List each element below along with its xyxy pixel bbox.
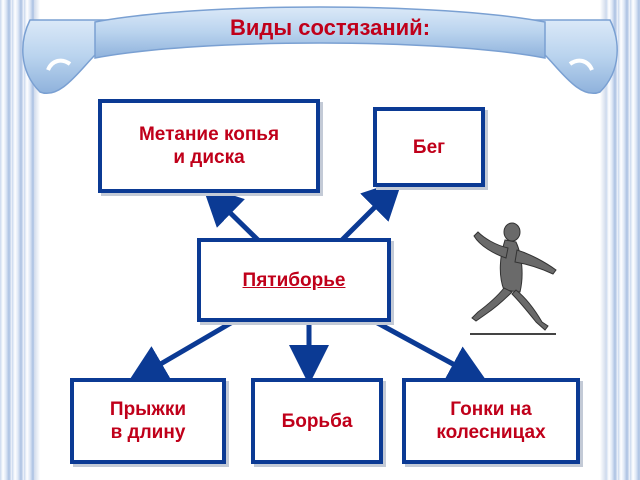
box-wrestling: Борьба	[251, 378, 383, 464]
right-column-shadow	[600, 0, 606, 480]
box-javelin-discus: Метание копья и диска	[98, 99, 320, 193]
runner-figure-icon	[470, 222, 557, 335]
arrow-to-long-jump	[127, 317, 238, 384]
box-chariot: Гонки на колесницах	[402, 378, 580, 464]
arrow-to-chariot	[370, 317, 489, 384]
ribbon-banner	[22, 6, 618, 95]
left-column-decoration	[0, 0, 34, 480]
box-running: Бег	[373, 107, 485, 187]
left-column-shadow	[34, 0, 40, 480]
arrow-to-javelin	[202, 185, 260, 242]
pentathlon-label: Пятиборье	[242, 269, 346, 291]
arrows	[127, 179, 489, 385]
right-column-decoration	[606, 0, 640, 480]
page-title: Виды состязаний:	[229, 15, 431, 40]
arrow-to-running	[340, 179, 403, 242]
box-long-jump: Прыжки в длину	[70, 378, 226, 464]
box-pentathlon: Пятиборье	[197, 238, 391, 322]
